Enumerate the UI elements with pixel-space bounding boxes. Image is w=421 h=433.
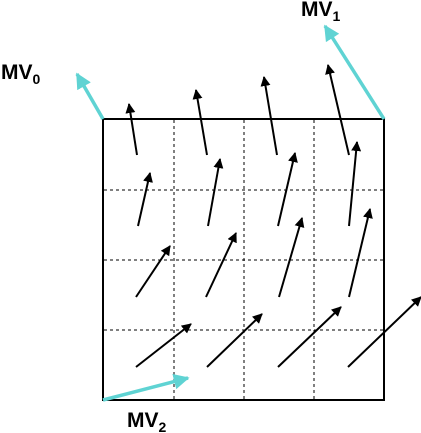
- control-point-vectors: [75, 24, 386, 402]
- mv2-arrow: [102, 373, 190, 402]
- sub-block-vector: [348, 208, 373, 298]
- sub-block-vector: [260, 76, 278, 156]
- sub-block-vector: [125, 103, 138, 156]
- mv0-arrow: [75, 72, 105, 120]
- sub-block-vector: [135, 323, 192, 368]
- block-border: [102, 118, 385, 401]
- mv1-label: MV1: [301, 0, 341, 24]
- sub-block-vector: [278, 217, 305, 298]
- sub-block-vector: [135, 245, 171, 298]
- sub-block-vector: [277, 152, 298, 227]
- sub-block-vector: [205, 232, 237, 298]
- mv0-label: MV0: [1, 61, 41, 87]
- sub-block-vector: [137, 172, 153, 227]
- sub-block-vectors: [125, 64, 421, 368]
- sub-block-vector: [277, 306, 342, 368]
- mv2-label: MV2: [127, 409, 167, 433]
- sub-block-vector: [206, 313, 263, 368]
- sub-block-vector: [348, 141, 362, 227]
- mv1-arrow: [323, 24, 386, 120]
- sub-block-vector: [207, 158, 224, 227]
- sub-block-vector: [192, 89, 208, 156]
- sub-block-vector: [347, 296, 421, 368]
- sub-block-vector: [325, 64, 350, 156]
